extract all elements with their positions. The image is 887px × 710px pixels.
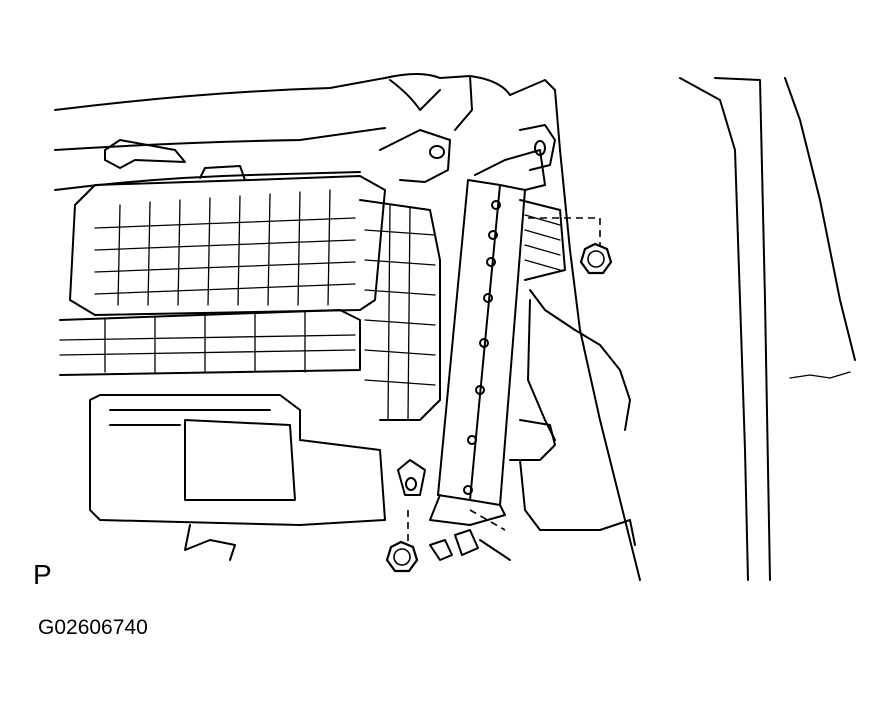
lower-clip [429,529,511,561]
bolt-guide-lines [407,217,601,548]
bolt-upper [579,242,613,275]
view-label: P [33,559,52,590]
dashboard-outline [54,73,511,191]
bolt-lower [385,540,419,573]
blower-unit [59,165,441,561]
figure-id: G02606740 [38,616,148,639]
airbag-module [397,124,566,526]
pillar-trim [509,77,856,581]
